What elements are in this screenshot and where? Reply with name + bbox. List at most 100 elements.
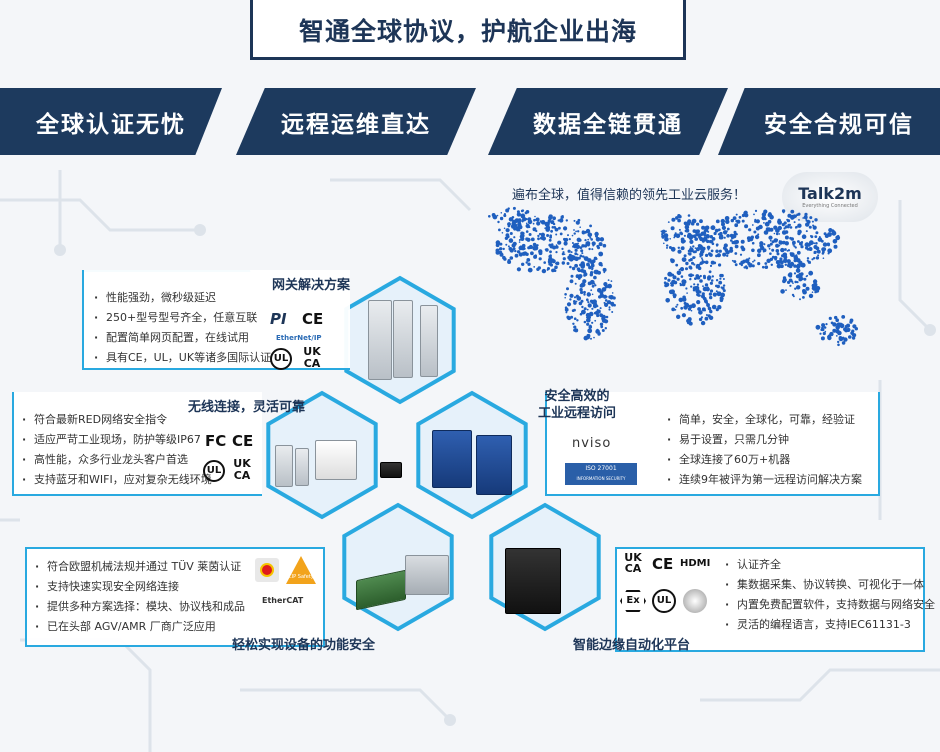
wireless-item: 支持蓝牙和WIFI，应对复杂无线环境 bbox=[20, 470, 262, 490]
map-dot bbox=[522, 237, 525, 240]
map-dot bbox=[586, 322, 590, 326]
map-dot bbox=[784, 263, 787, 266]
map-dot bbox=[601, 287, 607, 292]
map-dot bbox=[828, 316, 832, 320]
map-dot bbox=[492, 215, 495, 218]
gateway-device-image bbox=[368, 300, 392, 380]
map-dot bbox=[724, 249, 728, 253]
map-dot bbox=[826, 242, 831, 247]
ukca-logo: UK CA bbox=[233, 457, 251, 482]
map-dot bbox=[613, 303, 616, 307]
map-dot bbox=[583, 290, 586, 294]
map-dot bbox=[608, 306, 611, 309]
map-dot bbox=[773, 225, 778, 230]
map-dot bbox=[590, 337, 592, 340]
wireless-device-image bbox=[315, 440, 357, 480]
remote-panel: 简单，安全，全球化，可靠，经验证 易于设置，只需几分钟 全球连接了60万+机器 … bbox=[545, 392, 880, 496]
map-dot bbox=[525, 218, 528, 221]
remote-title-line2: 工业远程访问 bbox=[538, 406, 617, 421]
map-dot bbox=[743, 266, 746, 269]
map-dot bbox=[696, 283, 700, 286]
ce-logo: CE bbox=[232, 432, 254, 450]
map-dot bbox=[661, 230, 666, 234]
map-dot bbox=[811, 258, 814, 261]
map-dot bbox=[731, 241, 735, 245]
map-dot bbox=[744, 224, 749, 229]
map-dot bbox=[755, 226, 760, 231]
map-dot bbox=[548, 214, 553, 219]
map-dot bbox=[705, 301, 708, 304]
map-dot bbox=[678, 228, 681, 231]
map-dot bbox=[670, 246, 676, 252]
map-dot bbox=[672, 275, 677, 280]
map-dot bbox=[505, 233, 510, 238]
map-dot bbox=[582, 279, 587, 284]
map-dot bbox=[563, 226, 568, 231]
map-dot bbox=[701, 258, 704, 261]
map-dot bbox=[692, 288, 696, 292]
map-dot bbox=[517, 218, 522, 223]
map-dot bbox=[827, 335, 831, 339]
map-dot bbox=[835, 318, 839, 322]
map-dot bbox=[793, 221, 796, 224]
map-dot bbox=[805, 286, 810, 291]
map-dot bbox=[768, 235, 773, 240]
map-dot bbox=[775, 232, 779, 236]
gateway-device-image bbox=[420, 305, 438, 377]
map-dot bbox=[832, 322, 837, 327]
gateway-panel-frame: 性能强劲，微秒级延迟 250+型号型号齐全，任意互联 配置简单网页配置，在线试用… bbox=[82, 270, 350, 370]
gateway-device-image bbox=[393, 300, 413, 378]
map-dot bbox=[585, 228, 591, 234]
map-dot bbox=[670, 284, 672, 287]
map-dot bbox=[509, 232, 513, 235]
map-dot bbox=[832, 239, 838, 244]
map-dot bbox=[806, 257, 810, 260]
map-dot bbox=[753, 213, 755, 216]
map-dot bbox=[496, 214, 499, 217]
map-dot bbox=[814, 290, 817, 294]
map-dot bbox=[573, 229, 575, 231]
map-dot bbox=[504, 236, 509, 240]
map-dot bbox=[664, 276, 668, 280]
map-dot bbox=[526, 258, 531, 262]
map-dot bbox=[675, 263, 679, 267]
map-dot bbox=[704, 283, 709, 287]
map-dot bbox=[609, 295, 614, 300]
map-dot bbox=[691, 303, 696, 309]
map-dot bbox=[528, 233, 532, 236]
remote-router-image bbox=[476, 435, 512, 495]
map-dot bbox=[814, 226, 816, 229]
remote-item: 简单，安全，全球化，可靠，经验证 bbox=[665, 410, 878, 430]
map-dot bbox=[545, 225, 551, 230]
map-dot bbox=[689, 246, 692, 248]
map-dot bbox=[606, 296, 608, 298]
map-dot bbox=[715, 290, 718, 293]
map-dot bbox=[715, 249, 719, 253]
map-dot bbox=[575, 220, 580, 225]
map-dot bbox=[707, 314, 711, 318]
map-dot bbox=[753, 230, 757, 234]
map-dot bbox=[525, 261, 528, 264]
map-dot bbox=[599, 238, 603, 241]
map-dot bbox=[784, 248, 787, 251]
map-dot bbox=[705, 234, 708, 236]
map-dot bbox=[516, 250, 521, 254]
map-dot bbox=[709, 281, 713, 285]
map-dot bbox=[717, 233, 721, 236]
map-dot bbox=[805, 222, 810, 227]
map-dot bbox=[670, 226, 675, 231]
map-dot bbox=[822, 257, 825, 259]
map-dot bbox=[759, 241, 764, 246]
map-dot bbox=[586, 308, 589, 311]
map-dot bbox=[573, 246, 577, 249]
map-dot bbox=[499, 250, 502, 253]
map-dot bbox=[573, 300, 576, 303]
safety-module-image bbox=[405, 555, 449, 595]
map-dot bbox=[813, 252, 816, 254]
map-dot bbox=[709, 254, 713, 257]
map-dot bbox=[606, 300, 612, 305]
map-dot bbox=[789, 261, 795, 267]
map-dot bbox=[558, 226, 561, 230]
map-dot bbox=[565, 311, 568, 314]
map-dot bbox=[751, 248, 755, 253]
